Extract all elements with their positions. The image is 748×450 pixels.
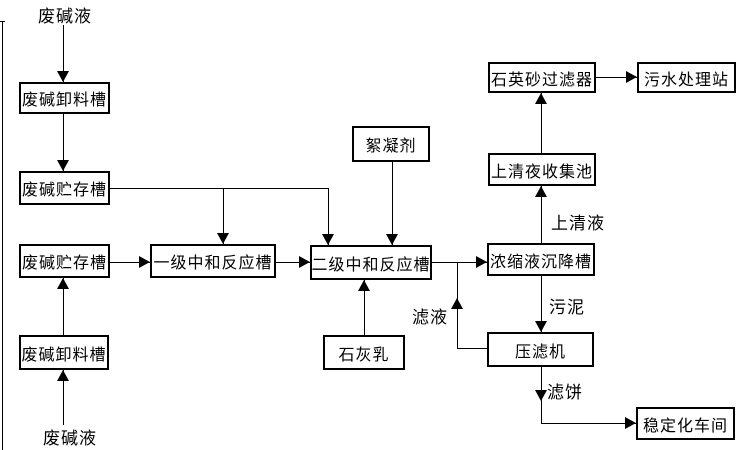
node-unloading-tank-bottom: 废碱卸料槽 xyxy=(19,335,109,370)
edge-limemilk-to-secondary-arrowhead xyxy=(358,280,370,291)
edge-branch-to-primary-arrowhead xyxy=(217,233,229,244)
edge-unloading-to-storage-bottom-arrowhead xyxy=(57,278,69,289)
edge-feedtop-to-unloading-arrowhead xyxy=(57,71,69,82)
edge-filtrate-return-hline xyxy=(457,348,487,349)
edge-secondary-to-settling-arrowhead xyxy=(476,256,487,268)
node-secondary-neutralization-tank: 二级中和反应槽 xyxy=(310,245,432,280)
edge-primary-to-secondary-arrowhead xyxy=(299,256,310,268)
left-border-tick xyxy=(0,21,5,22)
edge-press-to-workshop-hline xyxy=(541,423,636,424)
edge-branch-to-secondary-line xyxy=(328,188,329,245)
edge-storage-bottom-to-primary-arrowhead xyxy=(139,256,150,268)
edge-feedbottom-to-unloading-arrowhead xyxy=(57,370,69,381)
edge-filter-to-station-arrowhead xyxy=(626,71,637,83)
node-sewage-treatment-station: 污水处理站 xyxy=(637,62,736,93)
edge-unloading-to-storage-top-line xyxy=(63,114,64,171)
label-filtrate: 滤液 xyxy=(412,308,448,328)
edge-filter-to-station-line xyxy=(596,77,637,78)
label-filter-cake: 滤饼 xyxy=(547,383,583,403)
node-filter-press: 压滤机 xyxy=(487,332,594,367)
edge-feedtop-to-unloading-line xyxy=(63,25,64,82)
edge-settling-to-press-arrowhead xyxy=(535,321,547,332)
edge-branch-to-primary-line xyxy=(223,188,224,244)
node-lime-milk: 石灰乳 xyxy=(323,335,405,370)
node-unloading-tank-top: 废碱卸料槽 xyxy=(19,82,110,114)
edge-settling-to-pool-line xyxy=(541,186,542,243)
label-feed-bottom: 废碱液 xyxy=(43,429,97,449)
label-sludge: 污泥 xyxy=(549,298,585,318)
edge-limemilk-to-secondary-line xyxy=(364,280,365,335)
node-supernatant-collection-pool: 上清夜收集池 xyxy=(488,153,596,186)
edge-pool-to-filter-arrowhead xyxy=(535,93,547,104)
edge-press-to-workshop-arrowhead-down xyxy=(535,390,547,401)
edge-flocculant-to-secondary-arrowhead xyxy=(386,234,398,245)
edge-primary-to-secondary-line xyxy=(276,262,310,263)
edge-settling-to-press-line xyxy=(541,276,542,332)
edge-feedbottom-to-unloading-line xyxy=(63,370,64,425)
edge-unloading-to-storage-top-arrowhead xyxy=(57,160,69,171)
node-concentrate-settling-tank: 浓缩液沉降槽 xyxy=(487,243,595,276)
node-flocculant: 絮凝剂 xyxy=(352,126,430,162)
edge-storage-bottom-to-primary-line xyxy=(110,262,150,263)
edge-pool-to-filter-line xyxy=(541,93,542,153)
label-supernatant: 上清液 xyxy=(551,214,605,234)
edge-flocculant-to-secondary-line xyxy=(392,162,393,245)
edge-press-to-workshop-arrowhead-right xyxy=(625,417,636,429)
node-quartz-sand-filter: 石英砂过滤器 xyxy=(488,62,596,93)
edge-branch-to-secondary-arrowhead xyxy=(322,234,334,245)
edge-unloading-to-storage-bottom-line xyxy=(63,278,64,335)
node-storage-tank-bottom: 废碱贮存槽 xyxy=(19,244,110,278)
node-primary-neutralization-tank: 一级中和反应槽 xyxy=(150,244,276,278)
label-feed-top: 废碱液 xyxy=(38,7,92,27)
edge-settling-to-pool-arrowhead xyxy=(535,186,547,197)
node-stabilization-workshop: 稳定化车间 xyxy=(636,407,735,440)
edge-storage-top-branch-hline xyxy=(110,188,329,189)
edge-filtrate-return-arrowhead xyxy=(451,298,463,309)
left-border-fragment xyxy=(2,21,3,450)
edge-secondary-to-settling-line xyxy=(432,262,487,263)
node-storage-tank-top: 废碱贮存槽 xyxy=(19,171,110,205)
